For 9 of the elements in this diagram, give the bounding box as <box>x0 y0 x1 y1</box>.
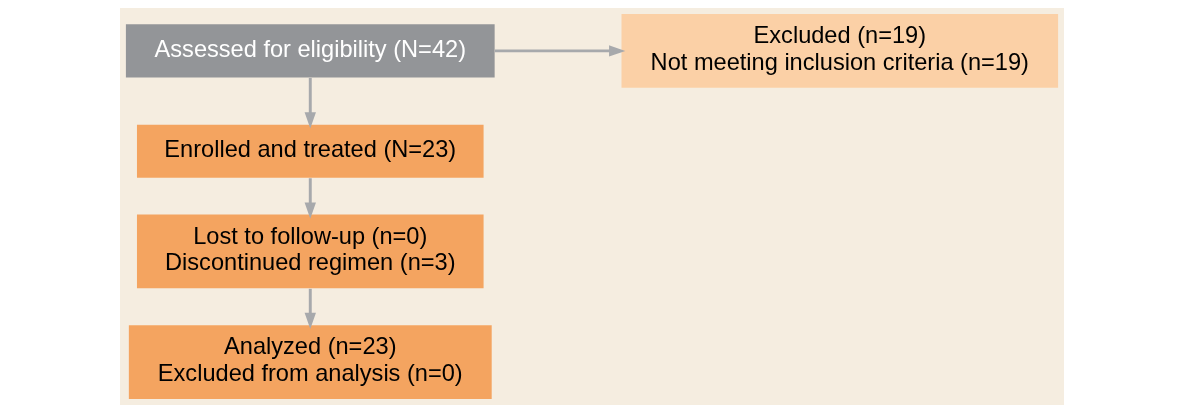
node-box: Excluded (n=19) Not meeting inclusion criteria (n=19) <box>621 14 1059 88</box>
arrow <box>304 288 316 330</box>
node-box: Enrolled and treated (N=23) <box>136 124 484 178</box>
node-box: Analyzed (n=23) Excluded from analysis (n=0) <box>128 325 492 399</box>
node-box: Lost to follow-up (n=0) Discontinued regimen (n=3) <box>136 214 484 289</box>
arrow <box>304 178 316 219</box>
arrow <box>304 77 316 129</box>
node-box: Assessed for eligibility (N=42) <box>125 24 495 78</box>
arrow <box>494 45 626 57</box>
